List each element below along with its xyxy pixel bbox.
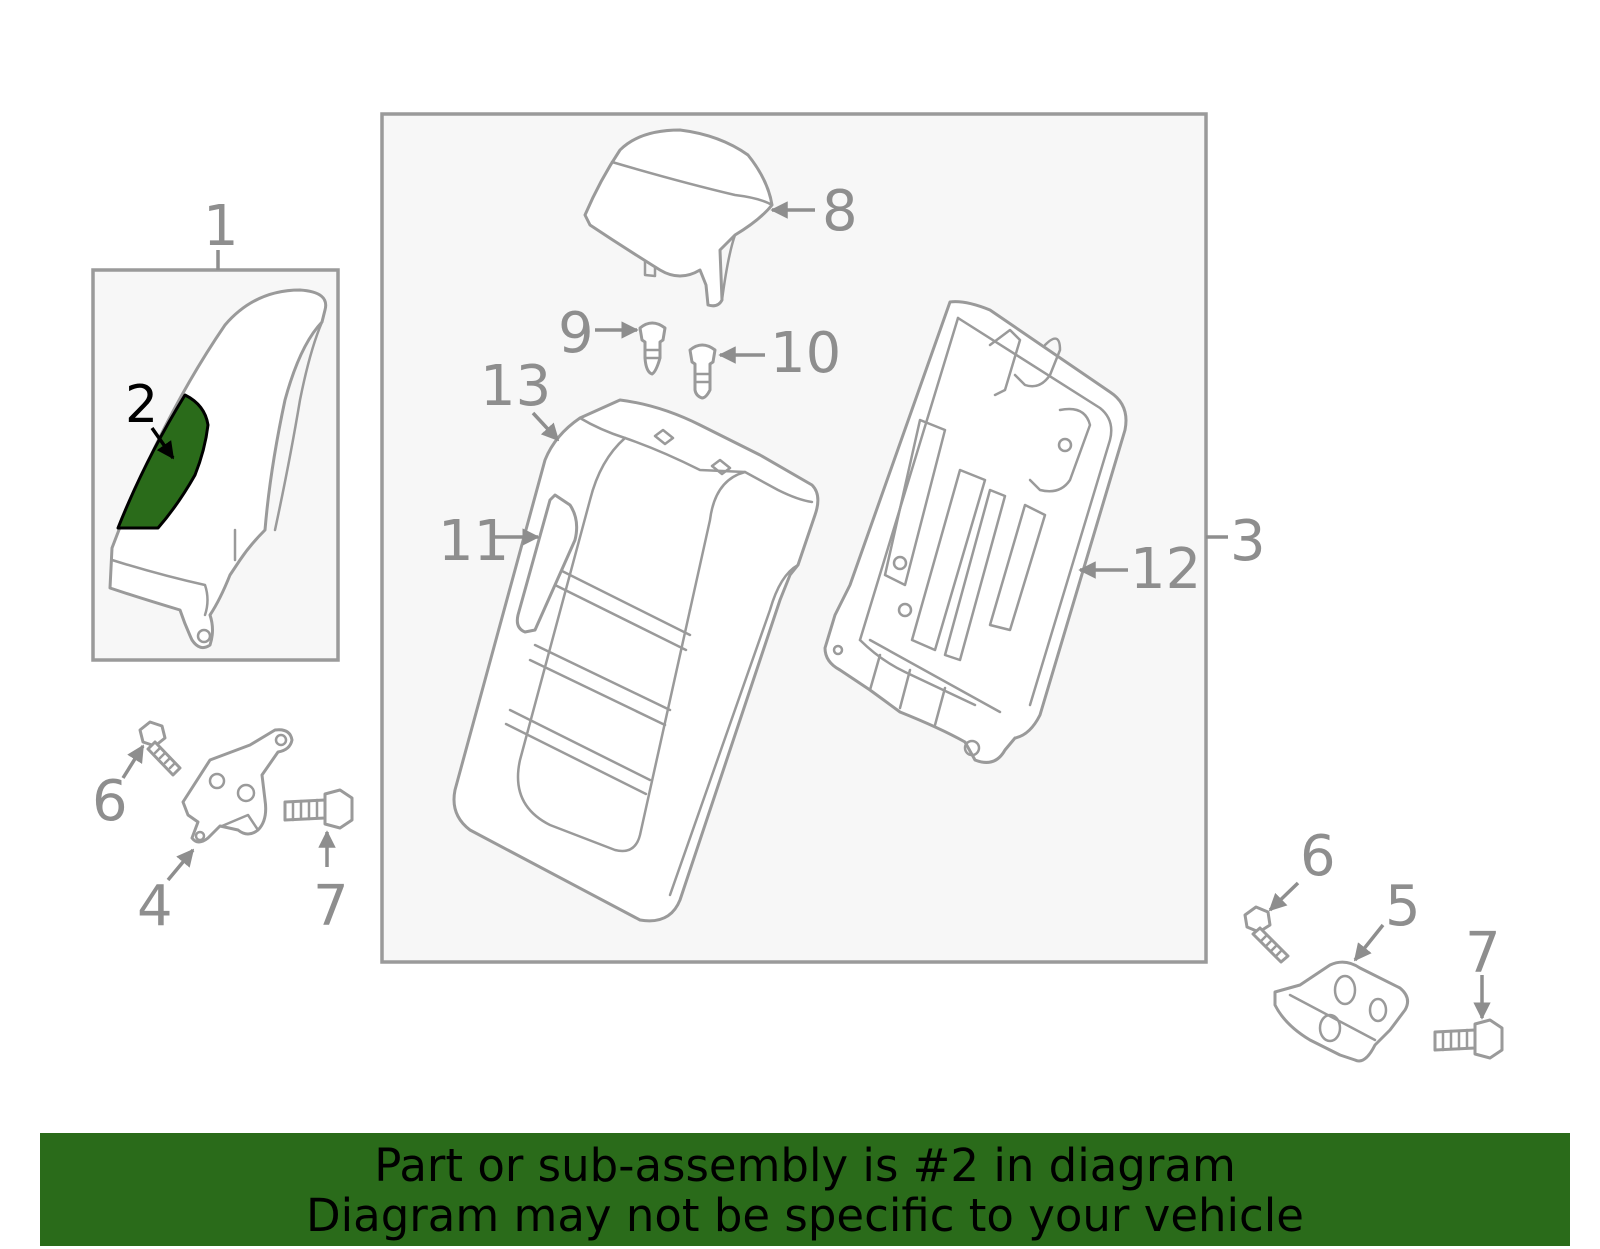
leader-lines bbox=[121, 201, 1491, 1020]
info-banner: Part or sub-assembly is #2 in diagram Di… bbox=[40, 1133, 1570, 1246]
leader-13 bbox=[531, 411, 560, 442]
leader-2 bbox=[150, 426, 175, 460]
callout-labels: 1 2 6 4 7 8 9 10 13 11 3 12 6 5 7 bbox=[92, 179, 1501, 986]
callout-9: 9 bbox=[558, 301, 594, 366]
callout-8: 8 bbox=[822, 179, 858, 244]
part-7-bolt-right bbox=[1433, 1018, 1504, 1060]
leader-6-left bbox=[121, 744, 145, 779]
banner-line-2: Diagram may not be specific to your vehi… bbox=[306, 1189, 1304, 1242]
part-6-bolt-left bbox=[138, 720, 182, 777]
callout-7-right: 7 bbox=[1465, 921, 1501, 986]
leader-5 bbox=[1353, 923, 1385, 962]
part-2-highlighted-pad bbox=[116, 393, 210, 530]
part-10-clip bbox=[688, 343, 717, 400]
callout-2: 2 bbox=[125, 375, 158, 435]
callout-6-right: 6 bbox=[1300, 824, 1336, 889]
part-12-seat-back-frame bbox=[823, 300, 1128, 764]
callout-12: 12 bbox=[1130, 537, 1201, 602]
part-11-side-trim bbox=[515, 493, 579, 634]
callout-5: 5 bbox=[1385, 874, 1421, 939]
part-7-bolt-left bbox=[283, 788, 354, 830]
part-6-bolt-right bbox=[1243, 905, 1290, 964]
callout-1: 1 bbox=[203, 194, 239, 259]
part-9-clip bbox=[638, 321, 667, 376]
callout-11: 11 bbox=[438, 509, 509, 574]
part-5-hinge bbox=[1273, 960, 1410, 1063]
callout-4: 4 bbox=[137, 874, 173, 939]
callout-7-left: 7 bbox=[313, 874, 349, 939]
leader-4 bbox=[166, 848, 195, 882]
part-4-bracket bbox=[181, 728, 294, 844]
callout-13: 13 bbox=[480, 354, 551, 419]
callout-6-left: 6 bbox=[92, 769, 128, 834]
part-1-side-bolster bbox=[108, 288, 328, 650]
banner-line-1: Part or sub-assembly is #2 in diagram bbox=[374, 1139, 1236, 1192]
callout-3: 3 bbox=[1230, 509, 1266, 574]
leader-6-right bbox=[1268, 881, 1300, 912]
callout-10: 10 bbox=[770, 321, 841, 386]
part-8-headrest bbox=[583, 128, 774, 308]
